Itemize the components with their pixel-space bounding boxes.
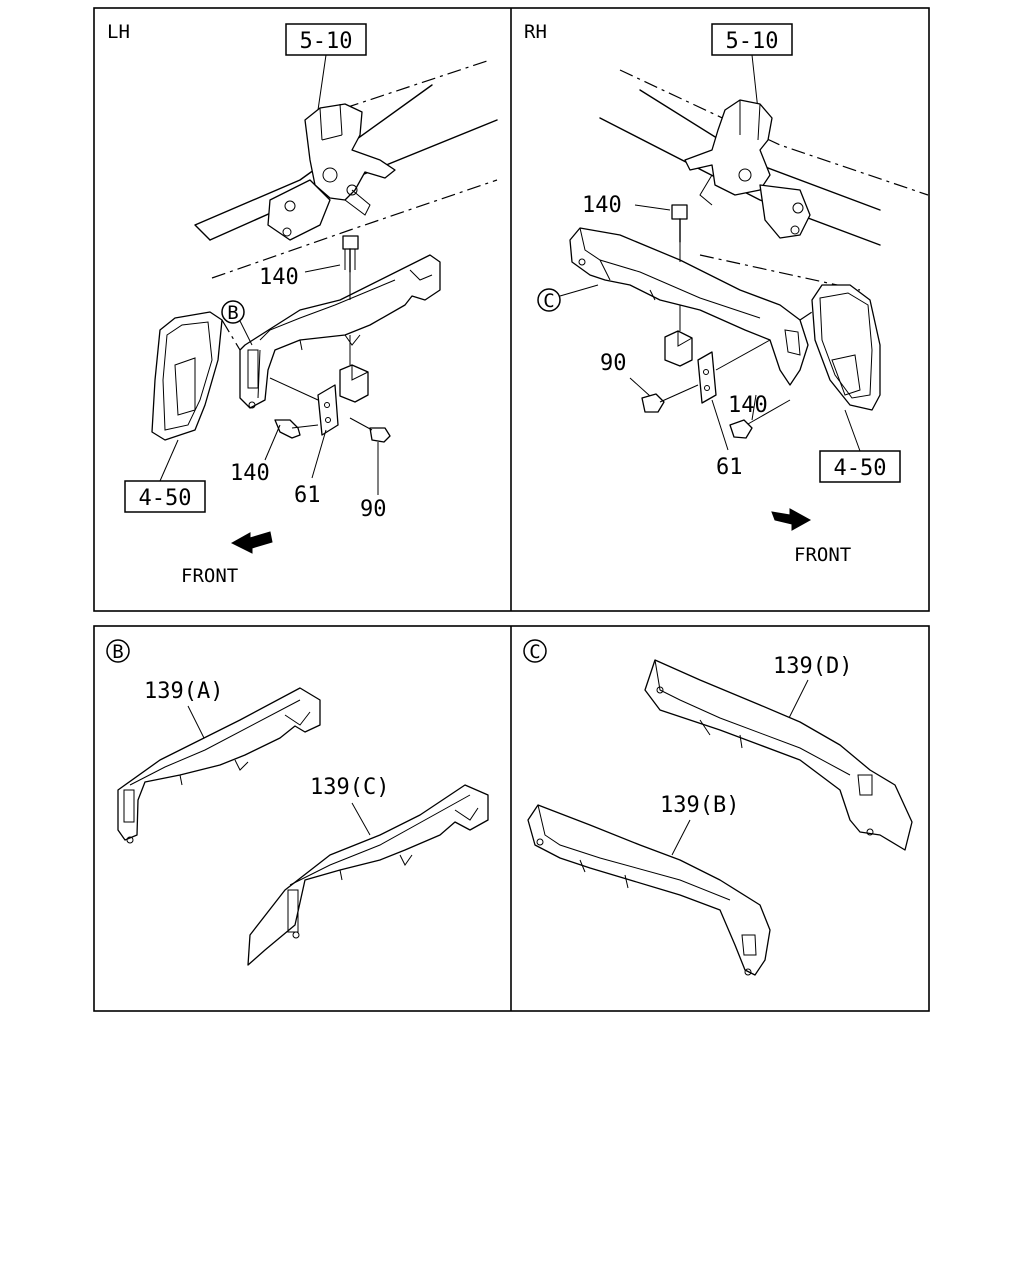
- lh-bolt-140-top[interactable]: [342, 235, 359, 273]
- lh-side-shield: [151, 311, 223, 441]
- b-label-part-1: 139(A): [144, 679, 223, 704]
- lh-ref-side-box[interactable]: [124, 480, 206, 513]
- rh-side-shield: [811, 284, 881, 411]
- c-title-circle: [523, 639, 547, 663]
- c-label-part-1: 139(D): [773, 654, 852, 679]
- lh-front-label: FRONT: [181, 565, 238, 587]
- rh-ref-side-box[interactable]: [819, 450, 901, 483]
- rh-bracket-61[interactable]: [697, 351, 717, 404]
- rh-label-140-top: 140: [582, 193, 622, 218]
- c-heat-shield-b[interactable]: [527, 804, 771, 976]
- lh-spacer-block: [339, 364, 369, 403]
- lh-heat-shield: [239, 254, 441, 409]
- rh-bolt-140-low[interactable]: [729, 399, 791, 439]
- rh-label-61: 61: [716, 455, 743, 480]
- rh-ref-side-label: 4-50: [834, 456, 887, 481]
- rh-ref-top-label: 5-10: [726, 29, 779, 54]
- rh-title: RH: [524, 21, 547, 43]
- b-heat-shield-a[interactable]: [117, 687, 321, 844]
- lh-ref-side-label: 4-50: [139, 486, 192, 511]
- lh-engine-mount: [267, 103, 396, 241]
- c-title: C: [529, 641, 540, 663]
- lh-label-61: 61: [294, 483, 321, 508]
- c-label-part-2: 139(B): [660, 793, 739, 818]
- lh-label-140-low: 140: [230, 461, 270, 486]
- lh-front-arrow-icon: [230, 531, 273, 554]
- rh-panel: RH 5-10 140: [524, 21, 929, 566]
- b-title: B: [112, 641, 123, 663]
- lh-ref-top-label: 5-10: [300, 29, 353, 54]
- rh-engine-mount: [684, 99, 811, 239]
- b-panel: B 139(A) 139(C): [106, 639, 489, 966]
- rh-bolt-90[interactable]: [641, 384, 699, 413]
- lh-label-90: 90: [360, 497, 387, 522]
- lh-label-140-top: 140: [259, 265, 299, 290]
- rh-label-140-low: 140: [728, 393, 768, 418]
- rh-bolt-140-top[interactable]: [671, 204, 688, 243]
- b-label-part-2: 139(C): [310, 775, 389, 800]
- c-panel: C 139(D) 139(B): [523, 639, 913, 976]
- lh-bolt-140-low[interactable]: [274, 419, 319, 439]
- rh-front-arrow-icon: [771, 508, 812, 531]
- rh-callout-c-label: C: [543, 290, 554, 312]
- rh-callout-c[interactable]: [537, 288, 561, 312]
- rh-heat-shield: [569, 227, 809, 386]
- lh-ref-top-box[interactable]: [285, 23, 367, 56]
- c-heat-shield-d[interactable]: [644, 659, 913, 851]
- lh-panel: LH 5-10 140: [107, 21, 498, 587]
- b-title-circle: [106, 639, 130, 663]
- lh-bracket-61[interactable]: [317, 384, 339, 436]
- b-heat-shield-c[interactable]: [247, 784, 489, 966]
- lh-bolt-90[interactable]: [349, 417, 391, 443]
- lh-callout-b[interactable]: [221, 300, 245, 324]
- lh-title: LH: [107, 21, 130, 43]
- rh-front-label: FRONT: [794, 544, 851, 566]
- rh-label-90: 90: [600, 351, 627, 376]
- lh-callout-b-label: B: [227, 302, 238, 324]
